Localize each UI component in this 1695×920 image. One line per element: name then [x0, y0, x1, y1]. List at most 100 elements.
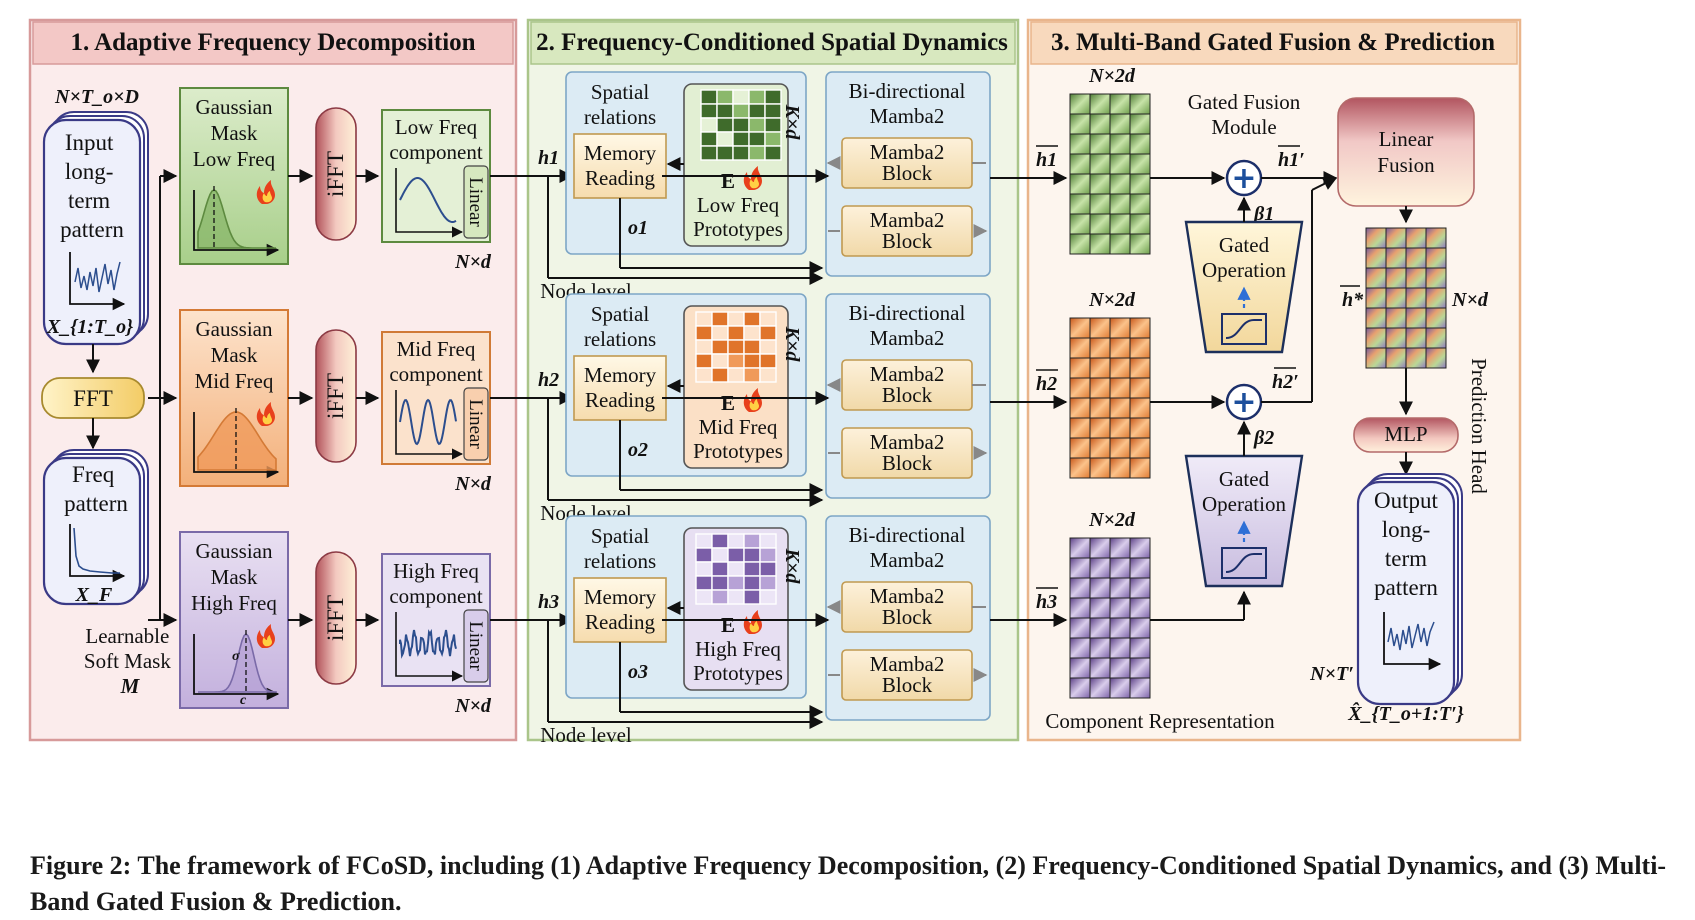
component-representation-label: Component Representation [1045, 709, 1275, 733]
freq-label: Freq pattern [64, 462, 128, 516]
component-dims: N×d [454, 695, 492, 717]
fft-label: FFT [73, 386, 113, 411]
input-plot-axes [69, 252, 126, 311]
linear-label: Linear [465, 399, 486, 449]
gaussian-curve [197, 189, 276, 249]
node-level-label: Node level [540, 723, 632, 747]
component-wave [399, 177, 457, 223]
input-symbol: X_{1:T_o} [46, 316, 133, 338]
o-label: o1 [628, 217, 648, 239]
ifft-label: iFFT [323, 373, 348, 419]
input-pattern-box: Input long- term pattern [42, 111, 149, 346]
o-label: o2 [628, 439, 648, 461]
h-label: h1 [538, 147, 559, 169]
fused-dims: N×d [1451, 289, 1489, 311]
grid-dims: N×2d [1088, 509, 1136, 531]
memory-reading-block [573, 355, 667, 421]
linear-label: Linear [465, 621, 486, 671]
input-label: Input long- term pattern [60, 130, 124, 242]
h-label: h3 [538, 591, 559, 613]
sigmoid-gate-icon [1221, 313, 1267, 345]
output-symbol: X̂_{T_o+1:T′} [1347, 701, 1463, 725]
ifft-block [315, 107, 357, 241]
component-wave [399, 398, 457, 446]
linear-block [463, 165, 489, 239]
grid-dims: N×2d [1088, 65, 1136, 87]
input-dims: N×T_o×D [54, 86, 139, 108]
grid-dims: N×2d [1088, 289, 1136, 311]
prototype-dims: K×d [781, 326, 803, 363]
linear-block [463, 609, 489, 683]
svg-text:c: c [240, 693, 247, 708]
linear-label: Linear [465, 177, 486, 227]
svg-text:+: + [1231, 385, 1256, 420]
component-dims: N×d [454, 251, 492, 273]
linear-block [463, 387, 489, 461]
fused-output-grid [1365, 227, 1447, 369]
freq-spectrum-curve [73, 527, 120, 574]
freq-symbol: X_F [75, 584, 113, 606]
h-star-label: h* [1342, 289, 1364, 311]
o-label: o3 [628, 661, 648, 683]
mamba-block [841, 205, 973, 257]
component-wave [399, 628, 457, 659]
ifft-block [315, 551, 357, 685]
sigmoid-gate-icon [1221, 547, 1267, 579]
figure-caption: Figure 2: The framework of FCoSD, includ… [30, 851, 1667, 916]
ifft-label: iFFT [323, 595, 348, 641]
component-grid-3: N×2d h3 [990, 509, 1151, 699]
mamba-block [841, 649, 973, 701]
ifft-label: iFFT [323, 151, 348, 197]
gaussian-curve [197, 411, 277, 471]
svg-text:σ: σ [232, 649, 240, 664]
svg-text:+: + [1231, 161, 1256, 196]
input-signal-wave [74, 261, 121, 293]
prototype-dims: K×d [781, 548, 803, 585]
mlp-label: MLP [1384, 422, 1427, 446]
soft-mask-label: Learnable Soft Mask M [84, 624, 176, 698]
freq-pattern-box: Freq pattern [42, 449, 149, 606]
h-bar-label: h3 [1036, 591, 1057, 613]
component-grid-2: N×2d h2 [990, 289, 1151, 479]
prediction-head-label: Prediction Head [1467, 358, 1491, 494]
h-bar-label: h2 [1036, 373, 1057, 395]
output-dims: N×T′ [1309, 663, 1354, 685]
section-3-title: 3. Multi-Band Gated Fusion & Prediction [1051, 29, 1495, 56]
h-prime-1: h1′ [1278, 149, 1305, 171]
memory-reading-block [573, 577, 667, 643]
beta-label: β1 [1253, 203, 1274, 225]
beta-label: β2 [1253, 427, 1274, 449]
linear-fusion-block [1337, 97, 1475, 207]
fft-block: FFT [41, 377, 145, 419]
